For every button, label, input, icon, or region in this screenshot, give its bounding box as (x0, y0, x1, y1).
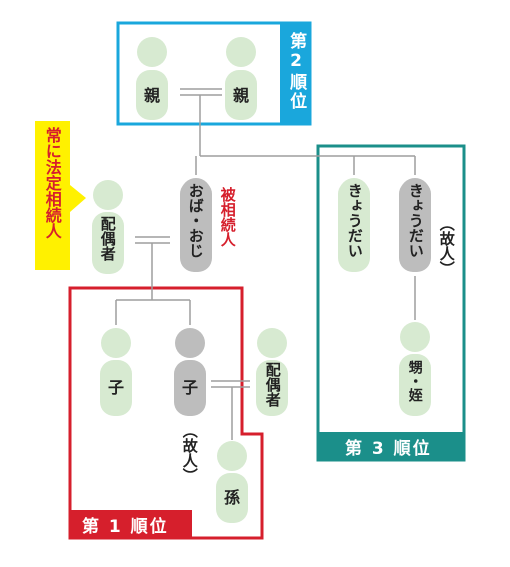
grandchild-head (217, 441, 247, 471)
child-right-label: 子 (182, 378, 199, 397)
spouse-body (92, 212, 124, 274)
connector-lines (115, 88, 416, 440)
rank2-tag-bg (280, 23, 310, 124)
decedent-note: 被相続人 (218, 187, 237, 247)
nephew-niece-label: 甥・姪 (406, 360, 423, 402)
rank3-tag-bg (318, 432, 464, 460)
child-left-head (101, 328, 131, 358)
rank3-label: 第 3 順位 (345, 439, 432, 459)
rank1-tag-bg (70, 510, 192, 538)
decedent-label: おば・おじ (186, 183, 205, 258)
parent-right-body (225, 70, 257, 120)
parent-left-body (136, 70, 168, 120)
nephew-niece-head (400, 322, 430, 352)
sibling-right-body (399, 180, 431, 272)
child-right-note: （故人） (180, 423, 199, 483)
spouse2-label: 配偶者 (263, 362, 282, 407)
parent-right-head (226, 37, 256, 67)
sibling-left-body (338, 180, 370, 272)
child-left-label: 子 (108, 378, 125, 397)
callout-bubble (35, 121, 86, 270)
callout-text: 常に法定相続人 (42, 127, 62, 239)
decedent-body (180, 180, 212, 272)
grandchild-body (216, 473, 248, 523)
nephew-niece-body (399, 354, 431, 416)
spouse-label: 配偶者 (98, 216, 117, 261)
parent-right-label: 親 (233, 86, 250, 105)
spouse2-body (256, 360, 288, 416)
parent-left-label: 親 (144, 86, 161, 105)
sibling-right-label: きょうだい (406, 183, 425, 258)
parent-left-head (137, 37, 167, 67)
child-left-body (100, 360, 132, 416)
child-right-head (175, 328, 205, 358)
rank2-label: 第2順位 (286, 32, 307, 111)
sibling-right-note: （故人） (437, 216, 456, 276)
spouse2-head (257, 328, 287, 358)
spouse-head (93, 180, 123, 210)
child-right-body (174, 360, 206, 416)
sibling-left-label: きょうだい (345, 183, 364, 258)
grandchild-label: 孫 (224, 488, 241, 507)
rank1-label: 第 1 順位 (82, 517, 169, 537)
